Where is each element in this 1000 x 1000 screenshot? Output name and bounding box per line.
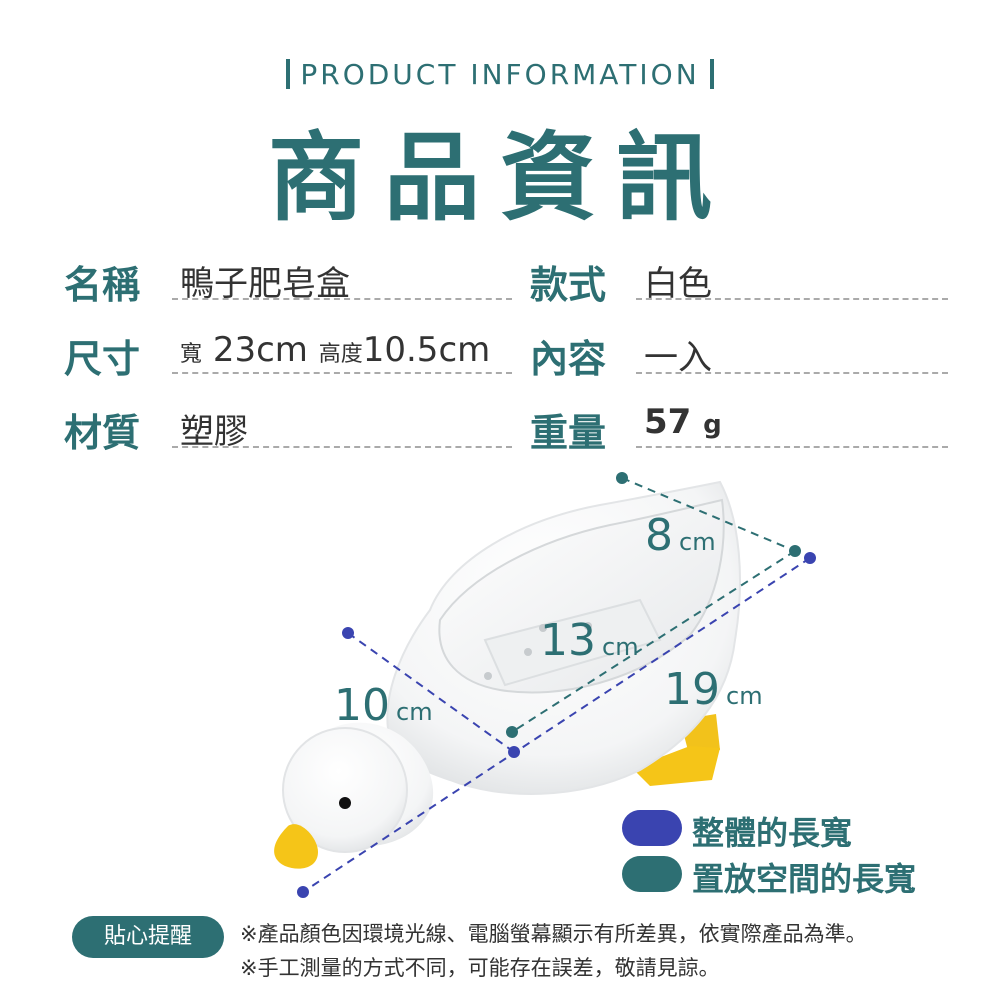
material-divider	[172, 446, 512, 448]
dim-8-number: 8	[645, 510, 673, 561]
note-line-2: ※手工測量的方式不同，可能存在誤差，敬請見諒。	[240, 956, 720, 980]
size-width-label: 寬	[180, 342, 203, 367]
dim-dot	[804, 552, 816, 564]
dim-line-19cm	[302, 557, 811, 893]
size-height-value: 10.5cm	[362, 330, 491, 370]
size-divider	[172, 372, 512, 374]
dim-19-unit: cm	[726, 682, 763, 710]
name-label: 名稱	[64, 263, 141, 307]
dim-dot	[508, 746, 520, 758]
material-value: 塑膠	[180, 412, 248, 452]
dim-dot	[506, 726, 518, 738]
dim-dot	[297, 886, 309, 898]
weight-value: 57 g	[644, 402, 722, 442]
name-value: 鴨子肥皂盒	[180, 264, 350, 304]
tip-badge: 貼心提醒	[72, 916, 224, 958]
content-value: 一入	[644, 338, 712, 378]
duck-eye	[339, 797, 351, 809]
legend-swatch-overall	[622, 810, 682, 846]
content-divider	[636, 372, 948, 374]
style-label: 款式	[530, 263, 607, 307]
drain-hole	[524, 648, 532, 656]
drain-hole	[584, 622, 592, 630]
drain-ridge	[483, 598, 662, 687]
legend-overall: 整體的長寬	[692, 814, 853, 852]
dim-8-unit: cm	[679, 528, 716, 556]
dim-line-8cm	[621, 477, 796, 552]
weight-label: 重量	[530, 411, 607, 455]
dim-13-number: 13	[540, 615, 596, 666]
weight-number: 57	[644, 402, 692, 442]
dim-10-unit: cm	[396, 698, 433, 726]
duck-head	[282, 727, 408, 853]
eyebrow-left-bar	[286, 59, 291, 89]
eyebrow-right-bar	[709, 59, 714, 89]
legend-swatch-placement	[622, 856, 682, 892]
dim-13-unit: cm	[602, 633, 639, 661]
size-label: 尺寸	[64, 337, 141, 381]
dim-10-number: 10	[334, 680, 390, 731]
weight-unit: g	[703, 410, 722, 440]
name-divider	[172, 298, 512, 300]
duck-foot-front	[632, 746, 720, 786]
note-line-1: ※產品顏色因環境光線、電腦螢幕顯示有所差異，依實際產品為準。	[240, 922, 867, 946]
dim-dot	[342, 627, 354, 639]
dim-line-10cm	[347, 632, 515, 753]
weight-divider	[636, 446, 948, 448]
material-label: 材質	[64, 411, 141, 455]
duck-beak	[274, 824, 318, 869]
dim-dot	[616, 472, 628, 484]
size-height-label: 高度	[318, 342, 363, 367]
size-width-value: 23cm	[212, 330, 308, 370]
eyebrow-text: PRODUCT INFORMATION	[300, 58, 700, 91]
drain-hole	[539, 624, 547, 632]
style-value: 白色	[644, 264, 712, 304]
style-divider	[636, 298, 948, 300]
legend-placement: 置放空間的長寬	[692, 860, 917, 898]
content-label: 內容	[530, 337, 607, 381]
drain-hole	[484, 672, 492, 680]
eyebrow-heading: PRODUCT INFORMATION	[0, 58, 1000, 91]
size-value: 寬 23cm 高度10.5cm	[180, 330, 490, 370]
page-title: 商品資訊	[268, 122, 732, 234]
dim-19-number: 19	[664, 664, 720, 715]
